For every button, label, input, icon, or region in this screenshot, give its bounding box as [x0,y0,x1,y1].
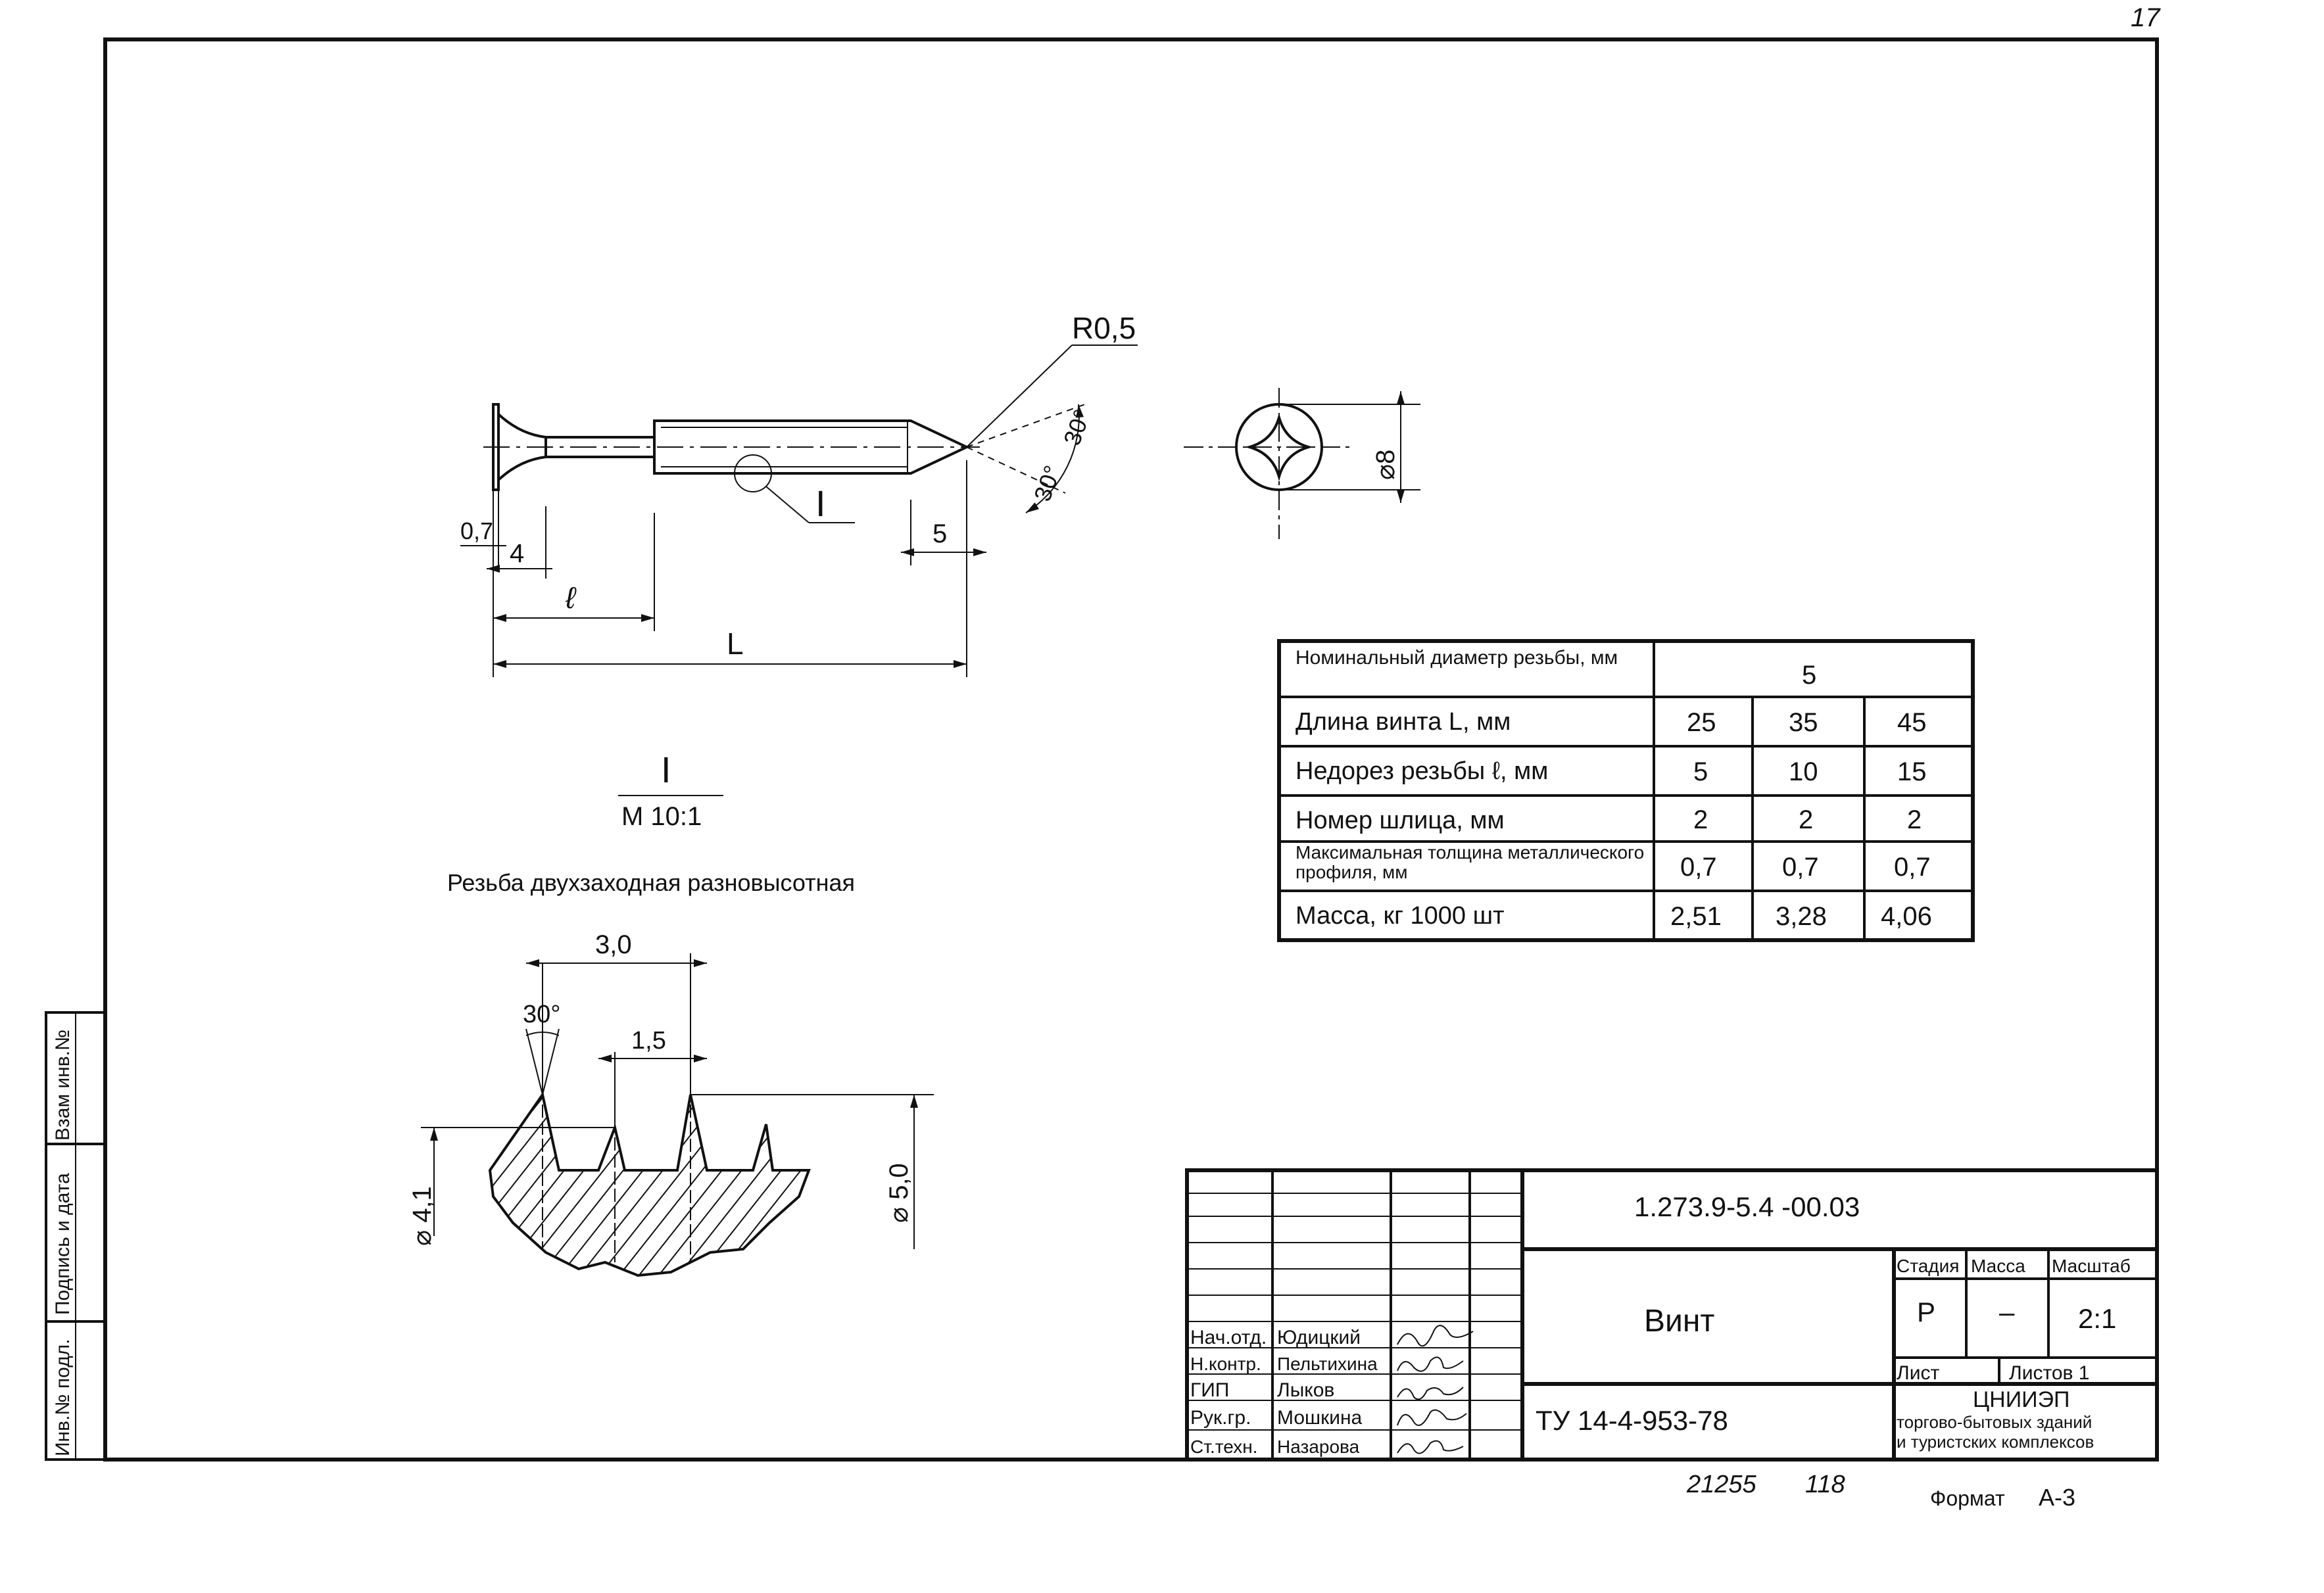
thread-outer-diameter: ⌀ 5,0 [884,1163,913,1223]
dim-total-length: L [727,627,744,661]
spec-row-label: Номер шлица, мм [1295,807,1505,834]
screw-head-view: ⌀8 [1184,388,1420,539]
dim-head-length: 4 [510,539,524,568]
stage-header: Стадия [1897,1256,1959,1276]
signature-row: Нач.отд. Юдицкий [1190,1327,1361,1348]
role-label: Нач.отд. [1190,1327,1267,1348]
corner-page-number: 17 [2131,3,2161,32]
role-label: Ст.техн. [1190,1437,1257,1457]
dim-head-thickness: 0,7 [460,517,493,544]
scale-value: 2:1 [2078,1303,2116,1334]
person-name: Лыков [1277,1379,1334,1401]
angle-label-lower: 30° [1029,462,1066,505]
spec-row-value: 10 [1789,757,1818,786]
mass-value: – [1999,1296,2015,1327]
thread-hatching [490,1095,809,1275]
sheet-frame [103,37,2159,1462]
person-name: Мошкина [1277,1407,1363,1429]
left-binding-strip: Инв.№ подл. Подпись и дата Взам инв.№ [45,1011,107,1461]
spec-row: Длина винта L, мм 25 35 45 [1295,708,1927,737]
spec-row-label: Длина винта L, мм [1295,708,1511,736]
archive-number: 21255 [1686,1471,1757,1498]
product-name: Винт [1644,1304,1714,1339]
spec-row-value: 4,06 [1881,902,1932,931]
thread-inner-diameter: ⌀ 4,1 [408,1186,437,1246]
standard-reference: ТУ 14-4-953-78 [1536,1405,1728,1436]
spec-row-value: 2,51 [1670,902,1722,931]
scale-header: Масштаб [2052,1256,2131,1276]
role-label: Рук.гр. [1190,1407,1251,1429]
spec-row-value: 5 [1693,757,1708,786]
spec-header-value: 5 [1802,661,1816,690]
dim-thread-undercut: ℓ [565,581,577,615]
detail-scale: М 10:1 [621,802,702,831]
dim-tip-length: 5 [932,519,947,548]
tip-radius-label: R0,5 [1072,311,1136,345]
spec-row-value: 2 [1693,805,1708,834]
person-name: Пельтихина [1277,1354,1378,1374]
spec-row-value: 0,7 [1782,853,1819,882]
head-diameter-label: ⌀8 [1371,450,1400,480]
spec-row-value: 35 [1789,708,1818,737]
spec-row-label: Недорез резьбы ℓ, мм [1295,757,1548,785]
thread-half-pitch: 1,5 [631,1027,666,1055]
organization-line-2: торгово-бытовых зданий [1897,1412,2092,1432]
sheets-label: Листов 1 [2009,1362,2090,1384]
spec-row-value: 0,7 [1894,853,1931,882]
organization-line-3: и туристских комплексов [1897,1432,2094,1452]
archive-sheet-number: 118 [1805,1471,1845,1498]
signature-row: Рук.гр. Мошкина [1190,1407,1363,1429]
spec-row-value: 45 [1897,708,1927,737]
mass-header: Масса [1971,1256,2025,1276]
thread-angle: 30° [523,1001,560,1028]
thread-pitch: 3,0 [595,930,632,959]
stage-value: Р [1917,1296,1935,1327]
document-code: 1.273.9-5.4 -00.03 [1634,1191,1860,1222]
handwritten-signatures [1397,1325,1474,1454]
signature-row: Ст.техн. Назарова [1190,1437,1360,1457]
detail-marker-label: I [815,483,826,524]
format-label: Формат [1930,1486,2005,1510]
spec-row-value: 2 [1799,805,1813,834]
spec-table: Номинальный диаметр резьбы, мм 5 Длина в… [1277,639,1975,942]
strip-replace-inv: Взам инв.№ [52,1030,74,1141]
spec-row-label: Масса, кг 1000 шт [1295,902,1505,930]
signature-row: ГИП Лыков [1190,1379,1334,1401]
screw-side-view: I R0,5 30° 30° 0,7 4 ℓ L 5 [460,311,1138,677]
thread-detail: I М 10:1 Резьба двухзаходная разновысотн… [408,749,934,1277]
spec-row: Масса, кг 1000 шт 2,51 3,28 4,06 [1295,902,1932,931]
format-value: А-3 [2039,1484,2075,1511]
organization-name: ЦНИИЭП [1973,1387,2070,1412]
spec-row-label: Максимальная толщина металлического проф… [1295,843,1645,882]
person-name: Юдицкий [1277,1327,1361,1348]
role-label: Н.контр. [1190,1354,1261,1374]
title-block: Нач.отд. Юдицкий Н.контр. Пельтихина ГИП… [1185,1168,2159,1462]
spec-row-value: 15 [1897,757,1927,786]
spec-row-value: 0,7 [1680,853,1717,882]
thread-caption: Резьба двухзаходная разновысотная [447,869,855,896]
detail-title: I [661,749,671,790]
spec-row-value: 2 [1907,805,1922,834]
spec-row: Номер шлица, мм 2 2 2 [1295,805,1922,834]
signature-row: Н.контр. Пельтихина [1190,1354,1378,1374]
strip-inv-orig: Инв.№ подл. [52,1339,74,1456]
spec-header-label: Номинальный диаметр резьбы, мм [1295,648,1618,669]
spec-row-value: 25 [1687,708,1716,737]
role-label: ГИП [1190,1379,1229,1401]
spec-row: Максимальная толщина металлического проф… [1295,843,1931,882]
strip-sign-date: Подпись и дата [52,1173,74,1315]
spec-row: Недорез резьбы ℓ, мм 5 10 15 [1295,757,1927,786]
spec-row-value: 3,28 [1776,902,1827,931]
person-name: Назарова [1277,1437,1360,1457]
angle-label-upper: 30° [1058,406,1096,449]
sheet-label: Лист [1897,1362,1939,1384]
